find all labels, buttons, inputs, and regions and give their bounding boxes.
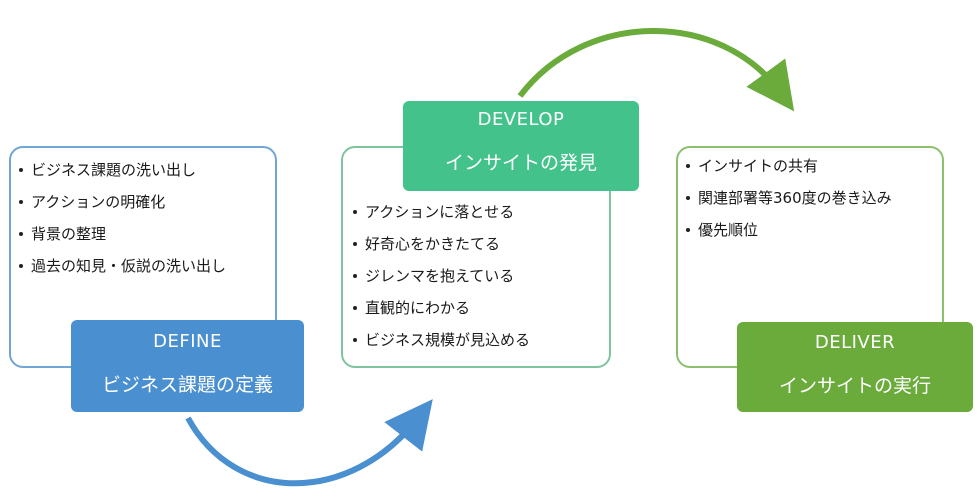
list-item: 関連部署等360度の巻き込み — [682, 190, 892, 206]
list-item: 直観的にわかる — [349, 300, 530, 316]
list-item: アクションの明確化 — [15, 194, 226, 210]
list-item: 過去の知見・仮説の洗い出し — [15, 258, 226, 274]
define-stage-box: DEFINE ビジネス課題の定義 — [71, 320, 304, 412]
list-item: 好奇心をかきたてる — [349, 236, 530, 252]
develop-stage-subtitle: インサイトの発見 — [444, 152, 597, 174]
arrow-develop-to-deliver — [517, 28, 795, 112]
list-item: ビジネス規模が見込める — [349, 332, 530, 348]
define-item-list: ビジネス課題の洗い出し アクションの明確化 背景の整理 過去の知見・仮説の洗い出… — [15, 162, 226, 290]
deliver-stage-box: DELIVER インサイトの実行 — [737, 322, 973, 412]
define-panel: ビジネス課題の洗い出し アクションの明確化 背景の整理 過去の知見・仮説の洗い出… — [9, 146, 277, 368]
develop-item-list: アクションに落とせる 好奇心をかきたてる ジレンマを抱えている 直観的にわかる … — [349, 204, 530, 364]
list-item: 背景の整理 — [15, 226, 226, 242]
deliver-stage-subtitle: インサイトの実行 — [778, 375, 931, 397]
arrow-define-to-develop — [185, 399, 433, 487]
develop-stage-box: DEVELOP インサイトの発見 — [403, 101, 639, 191]
list-item: ビジネス課題の洗い出し — [15, 162, 226, 178]
define-stage-subtitle: ビジネス課題の定義 — [101, 374, 273, 396]
deliver-item-list: インサイトの共有 関連部署等360度の巻き込み 優先順位 — [682, 158, 892, 254]
list-item: インサイトの共有 — [682, 158, 892, 174]
list-item: 優先順位 — [682, 222, 892, 238]
develop-stage-name: DEVELOP — [477, 109, 565, 130]
list-item: アクションに落とせる — [349, 204, 530, 220]
deliver-stage-name: DELIVER — [814, 332, 896, 353]
define-stage-name: DEFINE — [153, 331, 222, 352]
list-item: ジレンマを抱えている — [349, 268, 530, 284]
